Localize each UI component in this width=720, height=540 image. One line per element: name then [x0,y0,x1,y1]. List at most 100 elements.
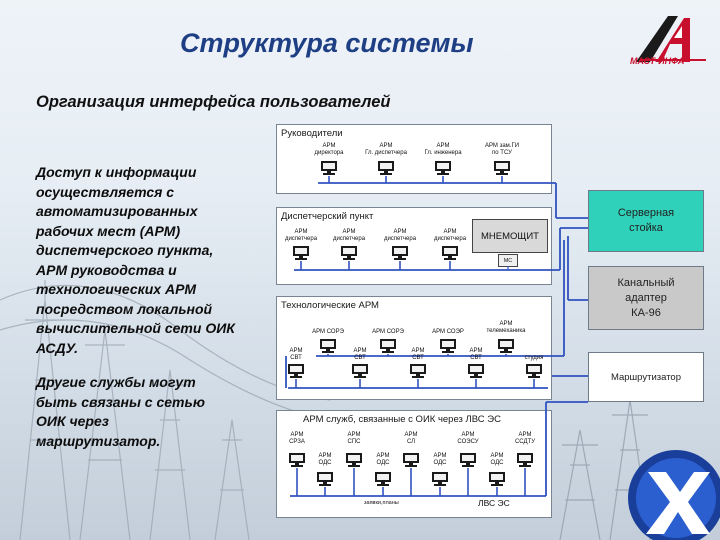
station-label-line: АРМ СОРЭ [312,329,344,335]
leader-station-4-computer-icon[interactable] [493,160,511,176]
leader-station-1-computer-icon[interactable] [320,160,338,176]
station-label-line: АРМ [376,453,390,459]
company-logo [636,16,706,62]
station-label-line: АРМ СОЭР [432,329,464,335]
station-label-line: Гл. диспетчера [365,150,407,156]
panel-services-title: АРМ служб, связанные с ОИК через ЛВС ЭС [303,414,501,425]
paragraph-line: вычислительной сети ОИК [36,320,235,336]
adapter-label-line: КА-96 [631,306,661,319]
dispatch-station-1-computer-icon[interactable] [292,245,310,261]
tech-station-bottom-3-computer-icon[interactable] [409,363,427,379]
station-label-line: АРМ [411,348,425,354]
server-rack-label: Серверная стойка [617,207,675,234]
paragraph-line: диспетчерского пункта, [36,242,214,258]
paragraph-line: осуществляется с [36,183,175,200]
paragraph-line: технологических АРМ [36,281,197,297]
station-label-line: СОЭСУ [457,439,479,445]
page-subtitle: Организация интерфейса пользователей [36,93,391,111]
station-label-line: телемеханика [486,328,526,334]
service-station-top-3-computer-icon[interactable] [402,452,420,468]
network-label: ЛВС ЭС [478,498,510,508]
service-station-bottom-4-computer-icon[interactable] [488,471,506,487]
leader-station-2-computer-icon[interactable] [377,160,395,176]
paragraph-line: маршрутизатор. [36,432,161,449]
paragraph-access: Доступ к информации осуществляется с авт… [36,163,272,358]
station-label-line: АРМ СОРЭ [372,329,404,335]
dispatch-station-2-computer-icon[interactable] [340,245,358,261]
service-station-top-1-computer-icon[interactable] [288,452,306,468]
service-station-bottom-2-computer-icon[interactable] [374,471,392,487]
station-label-line: студия [524,355,544,361]
channel-adapter-box[interactable]: Канальный адаптер КА-96 [588,266,704,330]
station-label-line: СВТ [290,355,302,361]
station-label-line: СПС [347,439,361,445]
paragraph-line: Другие службы могут [36,374,196,390]
station-label-line: СВТ [354,355,366,361]
station-label-line: СРЗА [289,439,305,445]
tech-station-bottom-5-computer-icon[interactable] [525,363,543,379]
tech-station-top-2-computer-icon[interactable] [379,338,397,354]
station-label-line: ОДС [318,460,332,466]
station-label-line: АРМ [490,453,504,459]
dispatch-station-3-computer-icon[interactable] [391,245,409,261]
paragraph-line: посредством локальной [36,300,213,317]
station-label-line: АРМ [322,143,336,149]
paragraph-line: быть связаны с сетью [36,393,205,410]
station-label-line: АРМ [461,432,475,438]
paragraph-router: Другие службы могут быть связаны с сетью… [36,373,272,451]
router-box[interactable]: Маршрутизатор [588,352,704,402]
station-label-line: диспетчера [433,236,467,242]
station-label-line: АРМ [499,321,513,327]
service-station-top-5-computer-icon[interactable] [516,452,534,468]
tech-station-bottom-4-computer-icon[interactable] [467,363,485,379]
station-label-line: ОДС [376,460,390,466]
station-label-line: АРМ [443,229,457,235]
service-station-bottom-1-computer-icon[interactable] [316,471,334,487]
station-label-line: АРМ [518,432,532,438]
service-station-top-4-computer-icon[interactable] [459,452,477,468]
paragraph-line: АРМ руководства и [36,261,177,278]
tech-station-top-3-computer-icon[interactable] [439,338,457,354]
station-label-line: АРМ [318,453,332,459]
station-label-line: диспетчера [383,236,417,242]
service-station-bottom-3-computer-icon[interactable] [431,471,449,487]
station-label-line: АРМ [294,229,308,235]
tech-station-top-1-computer-icon[interactable] [319,338,337,354]
panel-services: АРМ служб, связанные с ОИК через ЛВС ЭС [276,410,552,518]
tech-station-top-4-computer-icon[interactable] [497,338,515,354]
station-label-line: ССДТУ [514,439,536,445]
x-logo [628,450,720,540]
dispatch-station-4-computer-icon[interactable] [441,245,459,261]
server-rack-box[interactable]: Серверная стойка [588,190,704,252]
logo-text: МАСТ-ИНФА [630,56,685,66]
adapter-label-line: адаптер [625,291,667,304]
station-label-line: АРМ [404,432,418,438]
mnemonic-board[interactable]: МНЕМОЩИТ [472,219,548,253]
panel-dispatch-title: Диспетчерский пункт [281,211,374,222]
tech-station-bottom-2-computer-icon[interactable] [351,363,369,379]
station-label-line: Гл. инженера [424,150,462,156]
service-station-top-2-computer-icon[interactable] [345,452,363,468]
mc-box: МС [498,254,518,267]
leader-station-3-computer-icon[interactable] [434,160,452,176]
station-label-line: АРМ [379,143,393,149]
tech-station-bottom-1-computer-icon[interactable] [287,363,305,379]
